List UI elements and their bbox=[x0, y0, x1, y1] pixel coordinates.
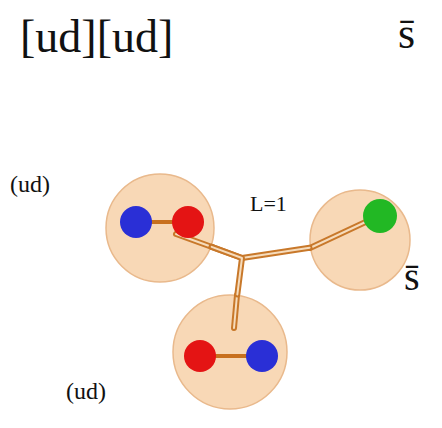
gluon-bond bbox=[200, 354, 262, 358]
cluster-circle bbox=[172, 294, 288, 410]
cluster-circle bbox=[105, 173, 215, 283]
blue-quark bbox=[120, 206, 152, 238]
cluster-label: (ud) bbox=[10, 171, 50, 197]
red-quark bbox=[172, 206, 204, 238]
red-quark bbox=[184, 340, 216, 372]
hadron-cluster: (ud) bbox=[172, 294, 288, 410]
cluster-label: (ud) bbox=[66, 378, 106, 404]
cluster-circle bbox=[309, 189, 411, 291]
quark-symbol: s̄ bbox=[398, 10, 415, 58]
blue-quark bbox=[246, 340, 278, 372]
angular-momentum-label: L=1 bbox=[248, 192, 289, 216]
green-antiquark bbox=[363, 199, 397, 233]
string-connector bbox=[212, 247, 310, 258]
string-connector bbox=[212, 247, 242, 295]
string-segments bbox=[176, 219, 372, 328]
hadron-cluster: (ud) bbox=[105, 173, 215, 283]
diquark-title: [ud][ud] bbox=[20, 12, 173, 63]
hadron-cluster: s̄ bbox=[309, 189, 411, 291]
gluon-bond bbox=[136, 220, 188, 224]
cluster-label: s̄ bbox=[404, 255, 420, 299]
